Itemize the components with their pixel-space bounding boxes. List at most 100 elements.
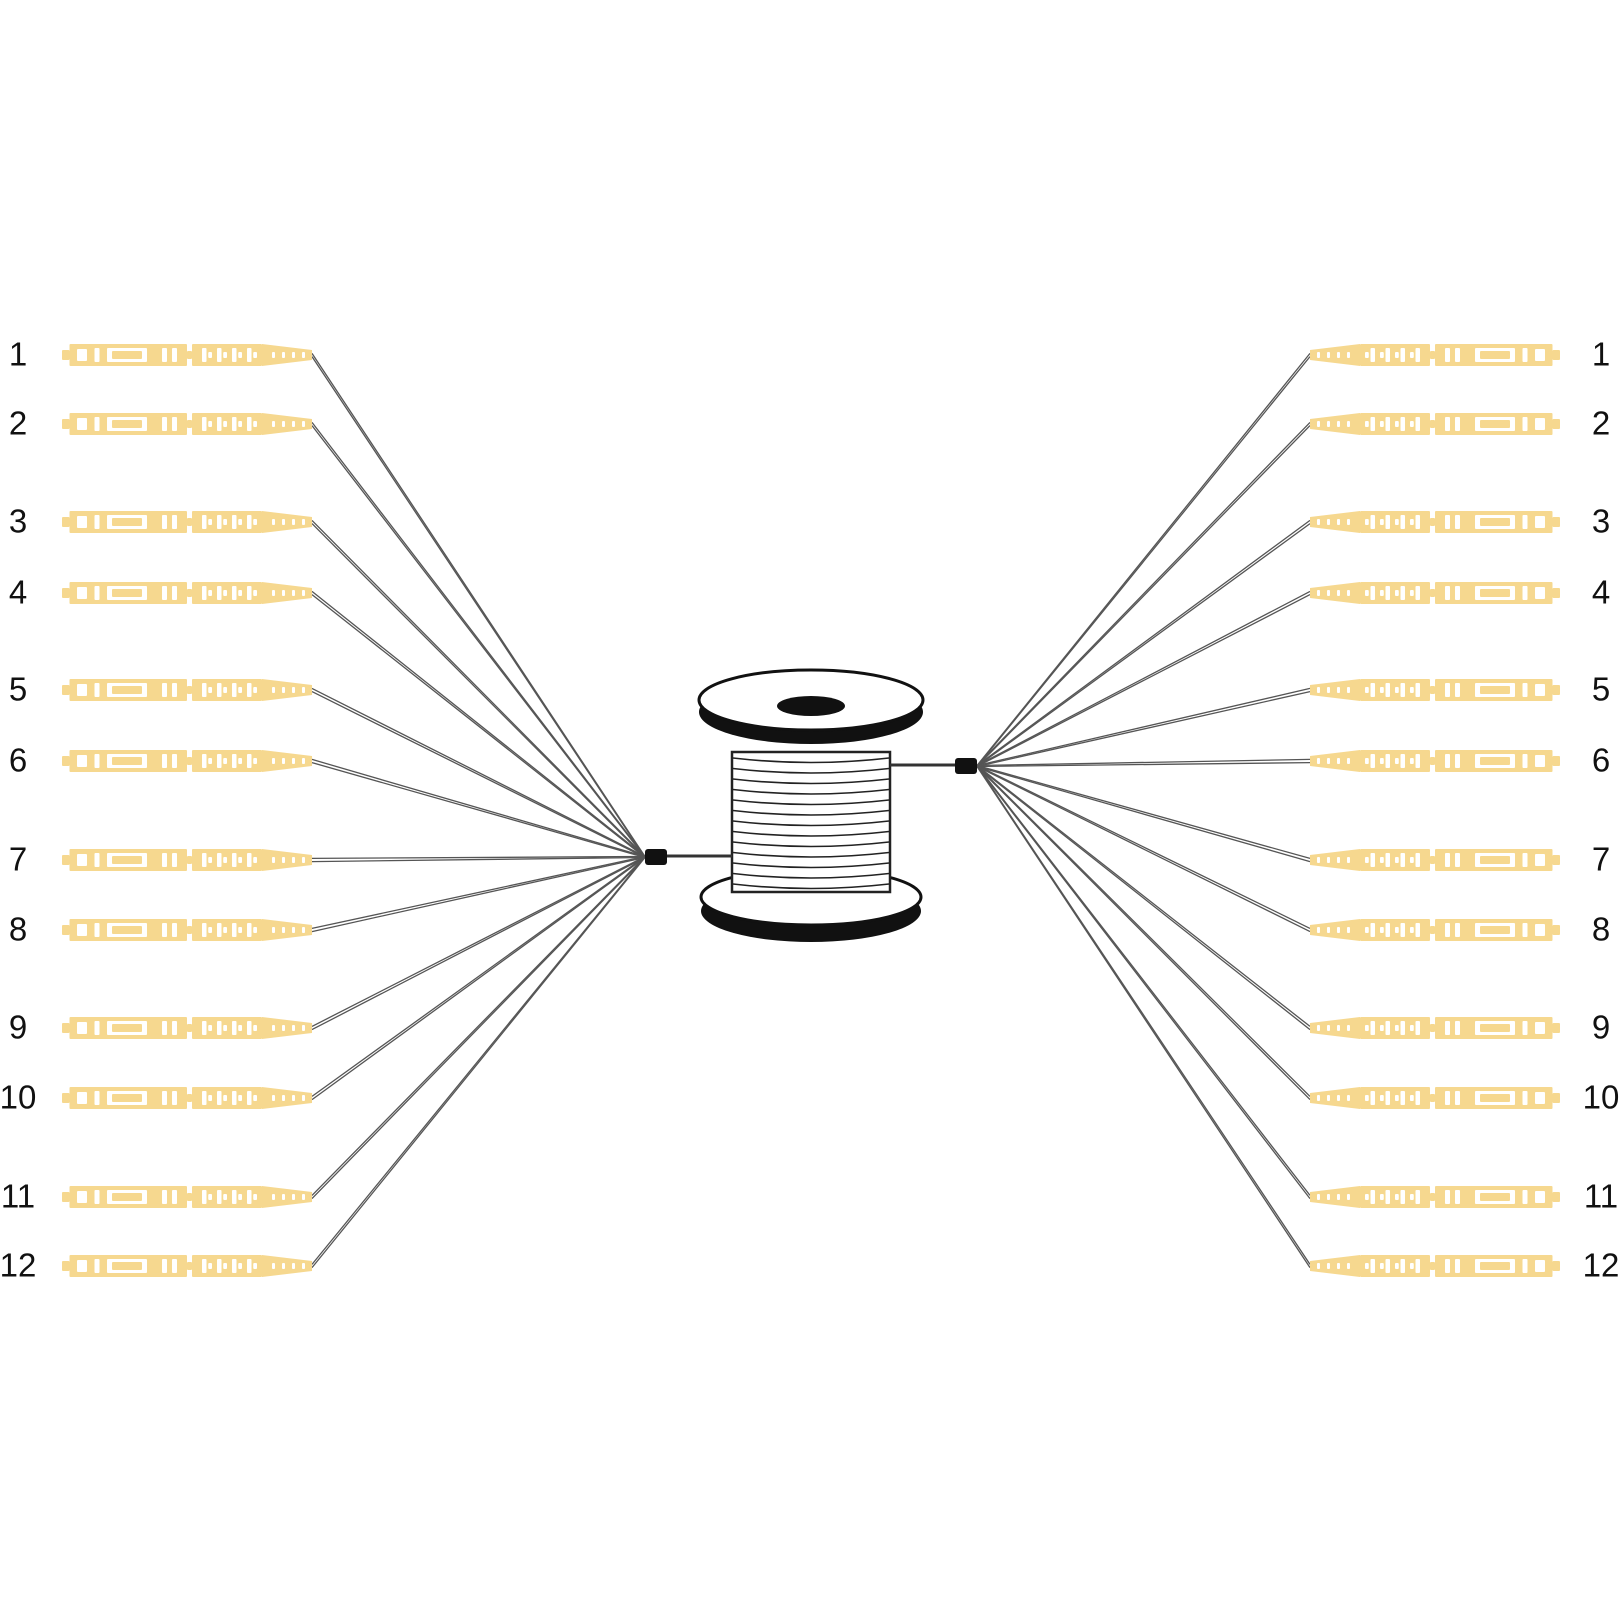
sc-connector-icon: [62, 1017, 312, 1039]
sc-connector-icon: [1310, 1186, 1560, 1208]
spool-hub-hole: [777, 696, 845, 716]
sc-connector-icon: [1310, 849, 1560, 871]
sc-connector-icon: [62, 413, 312, 435]
spool-barrel: [730, 750, 892, 894]
right-fiber-strand: [976, 765, 1311, 863]
sc-connector-icon: [62, 679, 312, 701]
left-fiber-strand: [311, 855, 646, 930]
cable-spool-icon: [697, 668, 925, 942]
sc-connector-icon: [1310, 750, 1560, 772]
right-fiber-strand: [976, 594, 1311, 768]
right-fiber-strand: [976, 523, 1311, 768]
right-port-label: 5: [1592, 671, 1610, 708]
spool-winding: [732, 872, 890, 879]
sc-connector-icon: [62, 1255, 312, 1277]
left-port-label: 5: [9, 671, 27, 708]
sc-connector-icon: [1310, 1087, 1560, 1109]
spool-winding: [732, 788, 890, 795]
connector-set: [62, 344, 1560, 1277]
right-port-label: 7: [1592, 841, 1610, 878]
right-fiber-strand: [976, 766, 1311, 1268]
fiber-strands: [311, 352, 1311, 1269]
right-port-label: 10: [1583, 1079, 1620, 1116]
left-fiber-strand: [311, 523, 646, 858]
spool-winding: [732, 820, 890, 827]
right-port-label: 2: [1592, 405, 1610, 442]
left-fiber-strand: [311, 422, 646, 857]
right-fiber-strand: [976, 758, 1311, 767]
left-port-label: 12: [0, 1247, 36, 1284]
left-fiber-strand: [311, 353, 646, 857]
sc-connector-icon: [62, 919, 312, 941]
sc-connector-icon: [1310, 511, 1560, 533]
left-port-label: 4: [9, 574, 27, 611]
sc-connector-icon: [1310, 413, 1560, 435]
left-port-label: 11: [1, 1178, 35, 1215]
sc-connector-icon: [1310, 1255, 1560, 1277]
right-fiber-strand: [976, 356, 1311, 767]
right-fiber-strand: [976, 764, 1311, 860]
right-fiber-strand: [976, 421, 1311, 766]
sc-connector-icon: [1310, 919, 1560, 941]
sc-connector-icon: [1310, 1017, 1560, 1039]
right-breakout-sleeve: [955, 758, 977, 774]
spool-winding: [732, 757, 890, 764]
spool-winding: [732, 841, 890, 848]
left-fiber-strand: [311, 856, 646, 1031]
spool-winding: [732, 851, 890, 858]
left-fiber-strand: [311, 687, 646, 858]
trunk-cables: [645, 758, 977, 865]
left-port-label: 3: [9, 503, 27, 540]
sc-connector-icon: [62, 1087, 312, 1109]
left-port-label: 9: [9, 1009, 27, 1046]
spool-winding: [732, 767, 890, 774]
left-port-label: 1: [9, 336, 27, 373]
left-fiber-strand: [311, 356, 646, 858]
sc-connector-icon: [62, 750, 312, 772]
left-fiber-strand: [311, 855, 646, 860]
left-fiber-strand: [311, 857, 646, 1200]
right-fiber-strand: [976, 765, 1311, 933]
right-fiber-strand: [976, 765, 1311, 1097]
left-breakout-sleeve: [645, 849, 667, 865]
right-fiber-strand: [976, 765, 1311, 1196]
left-port-label: 6: [9, 742, 27, 779]
right-port-label: 8: [1592, 911, 1610, 948]
left-port-label: 8: [9, 911, 27, 948]
right-port-label: 12: [1583, 1247, 1620, 1284]
left-fiber-strand: [311, 758, 646, 858]
left-fiber-strand: [311, 594, 646, 858]
left-fiber-strand: [311, 856, 646, 1101]
right-port-label: 3: [1592, 503, 1610, 540]
right-fiber-strand: [976, 590, 1311, 767]
right-fiber-strand: [976, 425, 1311, 767]
left-port-label: 10: [0, 1079, 36, 1116]
left-fiber-strand: [311, 425, 646, 858]
right-port-label: 4: [1592, 574, 1610, 611]
spool-winding: [732, 883, 890, 890]
left-fiber-strand: [311, 855, 646, 1097]
right-fiber-strand: [976, 352, 1311, 766]
left-fiber-strand: [311, 856, 646, 1265]
spool-windings: [732, 757, 890, 890]
right-fiber-strand: [976, 765, 1311, 1027]
sc-connector-icon: [62, 849, 312, 871]
right-port-label: 9: [1592, 1009, 1610, 1046]
left-fiber-strand: [311, 519, 646, 857]
left-fiber-strand: [311, 857, 646, 1269]
right-port-label: 1: [1592, 336, 1610, 373]
right-fiber-strand: [976, 765, 1311, 1031]
left-fiber-strand: [311, 691, 646, 859]
sc-connector-icon: [62, 1186, 312, 1208]
spool-winding: [732, 799, 890, 806]
left-fiber-strand: [311, 761, 646, 859]
left-port-label: 7: [9, 841, 27, 878]
left-fiber-strand: [311, 856, 646, 863]
left-fiber-strand: [311, 856, 646, 1196]
right-fiber-strand: [976, 690, 1311, 768]
sc-connector-icon: [1310, 344, 1560, 366]
spool-winding: [732, 809, 890, 816]
sc-connector-icon: [1310, 582, 1560, 604]
